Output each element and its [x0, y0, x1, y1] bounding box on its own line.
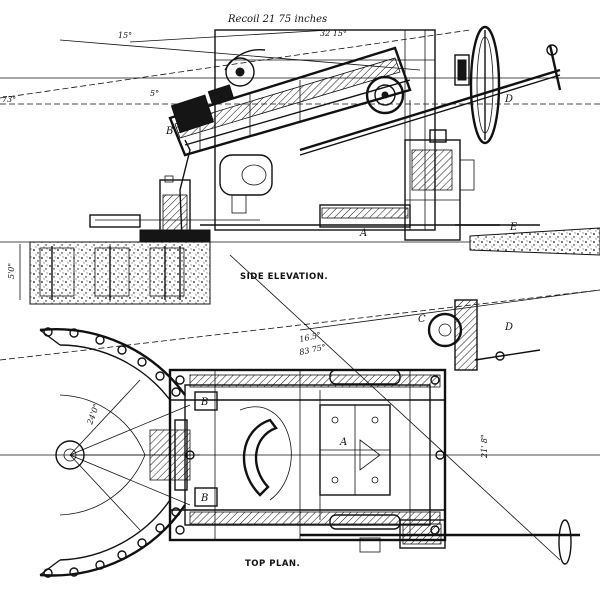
label-d-side: D: [504, 94, 513, 105]
label-e-side: E: [509, 222, 518, 233]
plan-block-b-upper: [194, 391, 218, 411]
training-shaft: [299, 68, 561, 152]
dim-radius-24: 24'0": [85, 403, 101, 427]
label-a-side: A: [359, 228, 367, 239]
label-d-plan: D: [504, 322, 513, 333]
plan-diag-1: [229, 254, 561, 561]
dim-angle-5: 5°: [150, 89, 159, 98]
dim-angle-73: 73°: [2, 95, 16, 104]
label-a-plan: A: [339, 437, 347, 448]
plan-slide-a: [319, 404, 391, 496]
plan-crescent-cam: [242, 418, 278, 497]
side-pedestal: [404, 129, 475, 241]
dim-angle-15: 15°: [118, 31, 132, 40]
plan-handwheel-d: [427, 299, 541, 371]
training-gear: [365, 75, 405, 115]
top-plan-view: [0, 254, 600, 578]
bed-plate-block: [139, 229, 211, 243]
dim-width-21: 21' 8": [480, 434, 489, 459]
concrete-foundation: [29, 241, 211, 305]
plan-handwheel-bottom: [300, 519, 580, 565]
label-b-side: B: [165, 126, 173, 137]
dim-angle-32: 32 15°: [320, 29, 347, 38]
caption-top-plan: TOP PLAN.: [245, 559, 300, 569]
dim-height-5: 5'0": [7, 263, 16, 279]
plan-lower-rail: [189, 511, 441, 525]
label-c-plan: C: [418, 314, 426, 325]
caption-recoil: Recoil 21 75 inches: [227, 14, 327, 25]
plan-bore-line: [0, 289, 600, 361]
arc-bolts: [43, 327, 181, 578]
breech-block: [170, 94, 215, 134]
dim-arc-16: 16.5°: [299, 331, 322, 344]
plan-block-b-lower: [194, 487, 218, 507]
trunnion: [225, 57, 255, 87]
side-handwheel: [469, 25, 501, 145]
caption-side-elevation: SIDE ELEVATION.: [240, 272, 328, 282]
ground-rock: [469, 227, 600, 256]
angle-ray-15: [129, 29, 331, 43]
plan-upper-rail: [189, 374, 441, 388]
elevation-line-upper: [0, 29, 471, 99]
label-b-plan-2: B: [200, 493, 208, 504]
label-b-plan-1: B: [200, 397, 208, 408]
gun-cradle: [168, 46, 412, 157]
side-left-stanchion: [159, 139, 191, 241]
side-elevation-view: [0, 25, 600, 305]
side-oval-housing: [219, 154, 273, 196]
dim-arc-83: 83 75°: [299, 343, 327, 357]
